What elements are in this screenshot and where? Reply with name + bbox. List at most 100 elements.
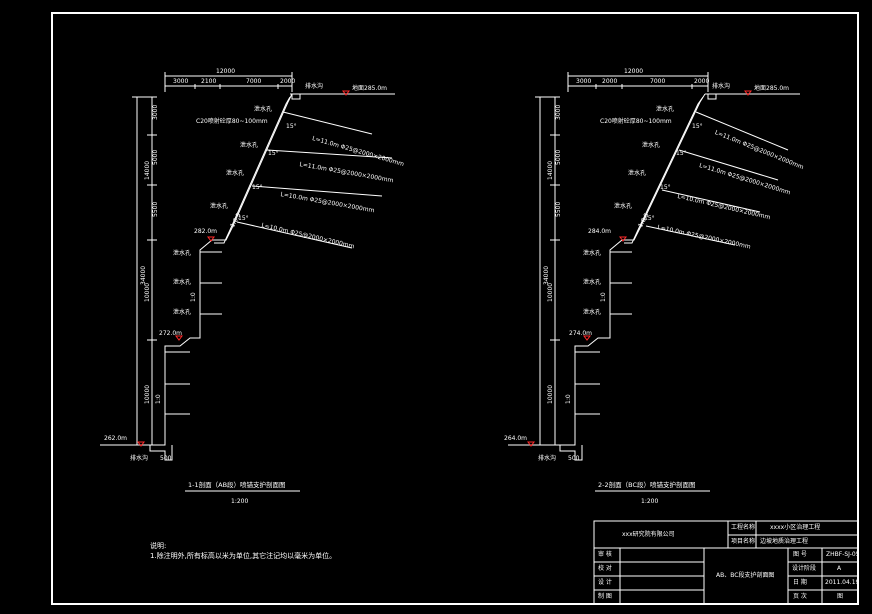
s2-angle: 15°	[676, 150, 687, 157]
s2-ratio-1: 1:0	[600, 292, 607, 302]
s2-dim-2: 2000	[602, 78, 618, 85]
s1-drain-hole: 泄水孔	[240, 142, 259, 149]
section2-drawing	[508, 72, 800, 492]
s1-angle: 15°	[268, 150, 279, 157]
elev-marker	[583, 335, 591, 341]
s1-drain-hole: 泄水孔	[210, 203, 229, 210]
drawing-name: AB、BC段支护剖面图	[716, 572, 775, 579]
s1-berm-elev: 282.0m	[194, 228, 218, 235]
s2-scale: 1:200	[641, 498, 659, 505]
s2-drain-hole: 泄水孔	[583, 279, 602, 286]
s2-vertical-sub: 5500	[555, 201, 562, 217]
s1-base-elev: 262.0m	[104, 435, 128, 442]
s1-dim-2: 2100	[201, 78, 217, 85]
elev-marker	[137, 441, 145, 447]
s1-dim-4: 2000	[280, 78, 296, 85]
s1-drain-hole: 泄水孔	[173, 279, 192, 286]
page-value: 图	[837, 593, 844, 600]
elev-marker	[342, 90, 350, 96]
s1-drain-ditch-top: 排水沟	[305, 83, 324, 90]
s1-drain-hole: 泄水孔	[173, 250, 192, 257]
s2-drain-hole: 泄水孔	[642, 142, 661, 149]
s2-dim-3: 7000	[650, 78, 666, 85]
s1-drain-ditch-bottom: 排水沟	[130, 455, 149, 462]
project-label: 工程名称	[731, 524, 756, 531]
s2-ratio-2: 1:0	[565, 394, 572, 404]
s1-vertical-upper: 14000	[144, 160, 151, 180]
s2-drain-hole: 泄水孔	[583, 309, 602, 316]
s1-vertical-sub: 5500	[152, 201, 159, 217]
s2-drain-ditch-bottom: 排水沟	[538, 455, 557, 462]
check-label: 校 对	[598, 565, 612, 572]
notes-line-1: 1.除注明外,所有标高以米为单位,其它注记均以毫米为单位。	[150, 552, 337, 560]
s2-title: 2-2剖面（BC段）喷锚支护剖面图	[598, 481, 696, 489]
item-value: 边坡地质治理工程	[760, 538, 809, 545]
s2-drain-hole: 泄水孔	[656, 106, 675, 113]
s1-dim-3: 7000	[246, 78, 262, 85]
s2-drain-hole: 泄水孔	[583, 250, 602, 257]
section1-drawing	[100, 72, 395, 492]
s1-dim-1: 3000	[173, 78, 189, 85]
s2-vertical-lower: 10000	[547, 384, 554, 404]
s2-dim-1: 3000	[576, 78, 592, 85]
s2-angle: 15°	[660, 184, 671, 191]
s2-drain-hole: 泄水孔	[614, 203, 633, 210]
design-label: 设 计	[598, 579, 612, 586]
s2-vertical-mid: 10000	[547, 282, 554, 302]
fig-no-value: ZHBF-SJ-05	[826, 551, 860, 558]
s2-shotcrete: C20喷射砼厚80~100mm	[600, 118, 672, 125]
s2-drain-hole: 泄水孔	[628, 170, 647, 177]
s1-drain-hole: 泄水孔	[254, 106, 273, 113]
date-label: 日 期	[793, 579, 807, 586]
s1-total-width: 12000	[216, 68, 236, 75]
s1-ratio-1: 1:0	[190, 292, 197, 302]
s2-drain-ditch-top: 排水沟	[712, 83, 731, 90]
elev-marker	[619, 236, 627, 242]
s1-ground-elev: 地面285.0m	[352, 85, 388, 92]
s1-angle: 15°	[238, 215, 249, 222]
s1-drain-hole: 泄水孔	[226, 170, 245, 177]
s1-scale: 1:200	[231, 498, 249, 505]
title-block-grid	[593, 520, 859, 605]
s2-dim-4: 2000	[694, 78, 710, 85]
draw-label: 制 图	[598, 593, 612, 600]
s1-angle: 15°	[286, 123, 297, 130]
company-name: xxx研究院有限公司	[622, 531, 675, 538]
s1-vertical-sub: 5000	[152, 149, 159, 165]
s1-title: 1-1剖面（AB段）喷锚支护剖面图	[188, 481, 286, 489]
outer-frame	[51, 12, 859, 605]
s2-vertical-sub: 5000	[555, 149, 562, 165]
project-value: xxxx小区治理工程	[770, 524, 821, 531]
item-label: 项目名称	[731, 538, 756, 545]
s2-toe-width: 500	[568, 455, 580, 462]
s2-total-width: 12000	[624, 68, 644, 75]
s1-angle: 15°	[252, 184, 263, 191]
s1-toe-width: 500	[160, 455, 172, 462]
s1-vertical-lower: 10000	[144, 384, 151, 404]
elev-marker	[527, 441, 535, 447]
s1-mid-elev: 272.0m	[159, 330, 183, 337]
s1-shotcrete: C20喷射砼厚80~100mm	[196, 118, 268, 125]
page-label: 页 次	[793, 593, 807, 600]
s2-ground-elev: 地面285.0m	[754, 85, 790, 92]
s1-vertical-mid: 10000	[144, 282, 151, 302]
s1-vertical-sub: 3000	[152, 104, 159, 120]
date-value: 2011.04.19	[825, 579, 860, 586]
s2-vertical-sub: 3000	[555, 104, 562, 120]
design-no-value: A	[837, 565, 842, 572]
elev-marker	[175, 335, 183, 341]
s1-drain-hole: 泄水孔	[173, 309, 192, 316]
s2-mid-elev: 274.0m	[569, 330, 593, 337]
s2-berm-elev: 284.0m	[588, 228, 612, 235]
elev-marker	[207, 236, 215, 242]
notes-heading: 说明:	[150, 542, 167, 550]
review-label: 审 核	[598, 551, 612, 558]
s2-base-elev: 264.0m	[504, 435, 528, 442]
s1-ratio-2: 1:0	[155, 394, 162, 404]
s2-vertical-upper: 14000	[547, 160, 554, 180]
elev-marker	[744, 90, 752, 96]
s2-angle: 15°	[644, 215, 655, 222]
design-no-label: 设计阶段	[792, 565, 817, 572]
fig-no-label: 图 号	[793, 551, 807, 558]
